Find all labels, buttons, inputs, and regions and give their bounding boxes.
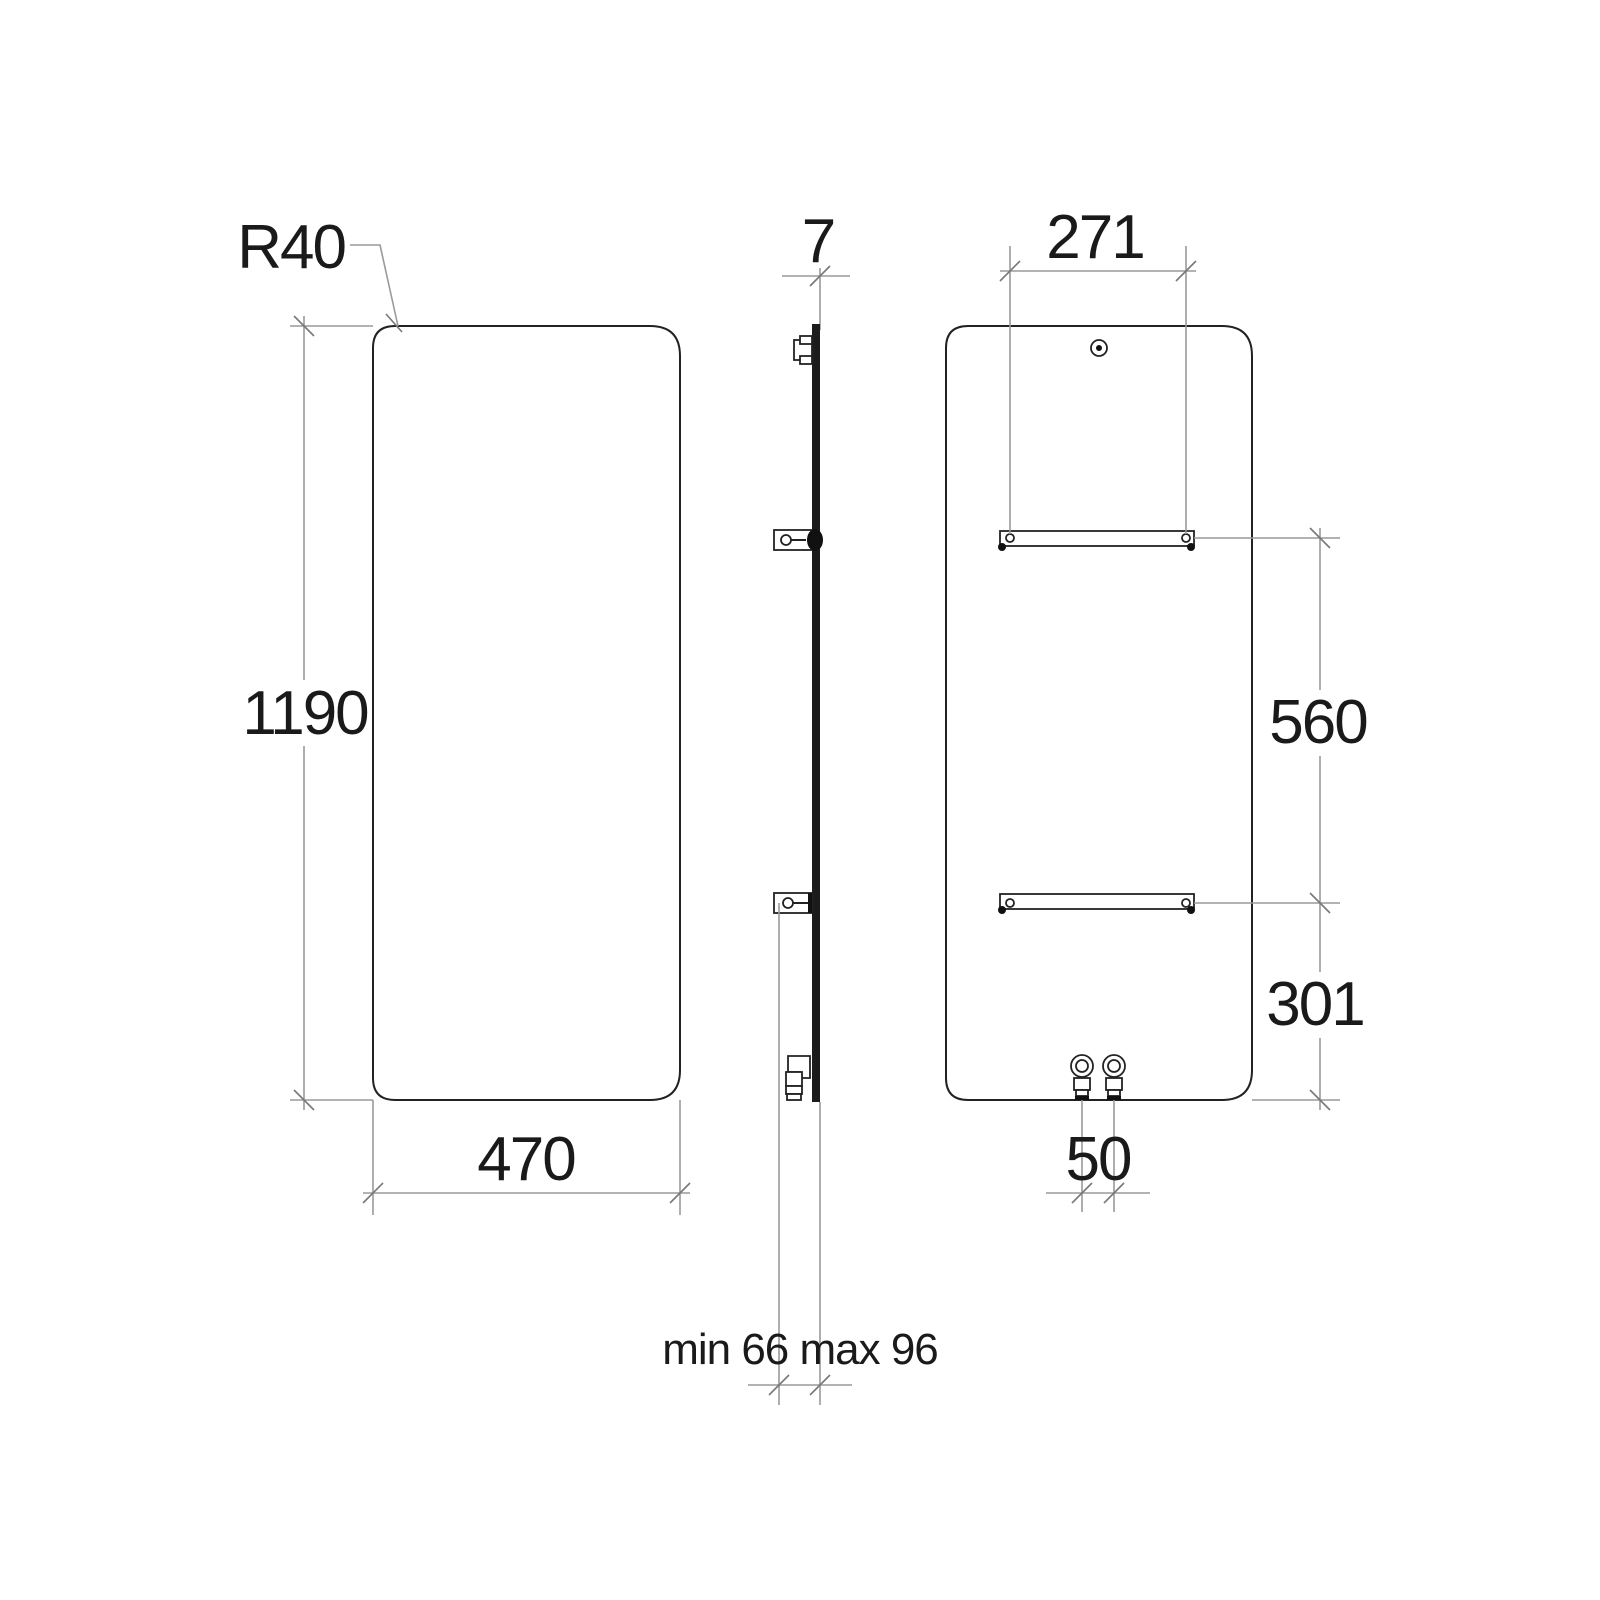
rear-view: 271 560 301	[945, 203, 1375, 1212]
radius-label: R40	[237, 213, 345, 282]
vertical-spacing-label: 560	[1269, 688, 1367, 757]
connection-spacing-tick-right	[1103, 1182, 1125, 1204]
bottom-offset-label: 301	[1266, 970, 1363, 1039]
front-panel-outline	[372, 325, 681, 1101]
width-label: 470	[477, 1125, 575, 1194]
lower-wall-bracket	[773, 892, 813, 914]
upper-mounting-rail	[998, 530, 1195, 551]
bracket-spacing-tick-right	[1175, 260, 1197, 282]
side-pipe-connection	[785, 1055, 811, 1101]
wall-distance-tick-left	[768, 1374, 790, 1396]
height-tick-bottom	[293, 1089, 315, 1111]
side-view: 7	[662, 207, 939, 1405]
wall-distance-tick-right	[809, 1374, 831, 1396]
connection-spacing-tick-left	[1071, 1182, 1093, 1204]
thickness-tick	[809, 265, 831, 287]
rear-panel-outline	[945, 325, 1253, 1101]
vertical-tick-bottom	[1309, 1089, 1331, 1111]
water-connection-right	[1102, 1054, 1126, 1100]
bracket-spacing-tick-left	[999, 260, 1021, 282]
water-connection-left	[1070, 1054, 1094, 1100]
thickness-label: 7	[802, 207, 834, 276]
radius-tick	[385, 313, 403, 333]
lower-mounting-rail	[998, 893, 1195, 914]
height-label: 1190	[242, 679, 368, 748]
front-view: R40 1190 470	[237, 213, 691, 1215]
wall-distance-label: min 66 max 96	[662, 1325, 938, 1374]
vertical-spacing-label-gap	[1265, 690, 1375, 756]
vertical-tick-lower	[1309, 892, 1331, 914]
width-tick-right	[669, 1182, 691, 1204]
middle-wall-bracket	[773, 529, 823, 551]
side-panel-section	[812, 324, 820, 1102]
height-label-gap	[240, 680, 370, 746]
width-tick-left	[362, 1182, 384, 1204]
radius-leader	[350, 244, 399, 327]
top-fixing-point	[1090, 339, 1108, 357]
vertical-tick-upper	[1309, 527, 1331, 549]
bracket-spacing-label: 271	[1046, 203, 1143, 272]
connection-spacing-label: 50	[1066, 1125, 1131, 1194]
bottom-offset-label-gap	[1265, 972, 1375, 1038]
top-wall-bracket	[793, 335, 813, 365]
height-tick-top	[293, 315, 315, 337]
